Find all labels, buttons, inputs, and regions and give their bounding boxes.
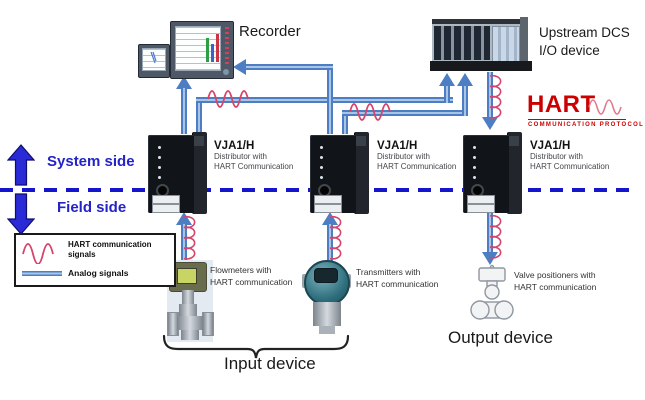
vja-distributor-3-label: VJA1/H Distributor with HART Communicati… [530, 140, 640, 172]
system-side-arrow-icon [7, 144, 35, 186]
hart-logo-wave-icon [588, 99, 622, 115]
dcs-label-line1: Upstream DCS [539, 25, 630, 40]
recorder-image [170, 21, 234, 79]
hart-signal-coil-valve [489, 214, 502, 259]
arrowhead-up-to-vja2 [322, 212, 338, 225]
vja1-desc2: HART Communication [214, 162, 294, 171]
hart-logo-wordmark: HART [527, 91, 596, 118]
arrowhead-up-to-dcs-1 [439, 73, 455, 86]
analog-line-vja1-riser [196, 97, 202, 134]
hart-signal-coil-dcs-vja3 [489, 74, 502, 119]
system-side-label: System side [47, 153, 135, 170]
input-device-bracket [162, 334, 350, 359]
vja-distributor-2-image [310, 132, 369, 214]
legend-box: HART communication signals Analog signal… [14, 233, 176, 287]
field-side-arrow-icon [7, 193, 35, 235]
flowmeter-label-line1: Flowmeters with [210, 265, 272, 275]
arrowhead-up-to-dcs-2 [457, 73, 473, 86]
hart-signal-coil-flowmeter [183, 215, 196, 260]
vja1-name: VJA1/H [214, 140, 255, 152]
hart-logo-tagline: COMMUNICATION PROTOCOL [528, 122, 645, 128]
vja3-desc1: Distributor with [530, 152, 583, 161]
arrowhead-left-to-recorder [233, 59, 246, 75]
dcs-io-device-image [430, 15, 532, 71]
transmitter-image [302, 260, 354, 336]
vja-distributor-3-image [463, 132, 522, 214]
vja-distributor-1-image [148, 132, 207, 214]
arrowhead-up-to-recorder [176, 76, 192, 89]
analog-line-dcs-drop2 [462, 86, 468, 116]
legend-hart-label: HART communication signals [68, 240, 152, 259]
dcs-base-plate [430, 61, 532, 71]
recorder-small-image [138, 44, 170, 78]
analog-line-vja2-to-recorder [246, 64, 333, 70]
analog-line-vja2-riser-left [327, 64, 333, 134]
valve-positioner-image [470, 264, 514, 320]
arrowhead-down-to-valve [482, 252, 498, 265]
valve-label-line1: Valve positioners with [514, 270, 596, 280]
hart-protocol-logo: HART COMMUNICATION PROTOCOL [527, 91, 643, 131]
dcs-end-panel [520, 17, 528, 67]
recorder-bar-red [216, 34, 219, 62]
legend-analog-line-icon [22, 271, 62, 276]
output-device-label: Output device [448, 328, 553, 347]
hart-signal-coil-transmitter [329, 215, 342, 260]
hart-logo-rule [528, 119, 626, 120]
transmitter-label: Transmitters with HART communication [356, 267, 438, 290]
flowmeter-label: Flowmeters with HART communication [210, 265, 292, 288]
dcs-card-slots [434, 26, 490, 60]
valve-label-line2: HART communication [514, 281, 597, 292]
recorder-small-trend [150, 51, 157, 64]
input-device-label: Input device [224, 354, 316, 373]
analog-line-vja1-to-recorder [181, 88, 187, 134]
vja1-desc1: Distributor with [214, 152, 267, 161]
recorder-dial [223, 69, 229, 75]
analog-line-vja3-to-valve [487, 212, 493, 252]
transmitter-label-line1: Transmitters with [356, 267, 421, 277]
transmitter-label-line2: HART communication [356, 278, 439, 289]
analog-line-vja2-riser-right [342, 110, 348, 134]
legend-hart-wave-icon [22, 243, 54, 264]
analog-line-vja1-to-dcs [196, 97, 453, 103]
dcs-top-rail [432, 19, 524, 24]
recorder-label: Recorder [239, 23, 301, 40]
recorder-bar-blue [211, 44, 214, 62]
vja3-name: VJA1/H [530, 140, 571, 152]
vja2-desc2: HART Communication [377, 162, 457, 171]
dcs-io-module [492, 26, 520, 62]
vja3-desc2: HART Communication [530, 162, 610, 171]
field-side-label: Field side [57, 199, 127, 216]
valve-positioner-label: Valve positioners with HART communicatio… [514, 270, 596, 293]
analog-line-transmitter-to-vja2 [327, 224, 333, 262]
analog-line-flowmeter-to-vja1 [181, 224, 187, 262]
dcs-label: Upstream DCS I/O device [539, 24, 630, 59]
legend-analog-label: Analog signals [68, 268, 129, 278]
vja-distributor-2-label: VJA1/H Distributor with HART Communicati… [377, 140, 487, 172]
hart-signal-wave-line1 [207, 90, 249, 108]
vja2-name: VJA1/H [377, 140, 418, 152]
vja2-desc1: Distributor with [377, 152, 430, 161]
arrowhead-down-to-vja3 [482, 117, 498, 130]
arrowhead-up-to-vja1 [176, 212, 192, 225]
hart-signal-wave-line2 [349, 103, 391, 121]
vja-distributor-1-label: VJA1/H Distributor with HART Communicati… [214, 140, 324, 172]
analog-line-dcs-drop1 [444, 86, 450, 103]
recorder-channel-ticks [225, 27, 229, 65]
analog-line-vja2-to-dcs [342, 110, 468, 116]
recorder-bar-green [206, 38, 209, 62]
analog-line-dcs-to-vja3 [487, 72, 493, 117]
dcs-label-line2: I/O device [539, 42, 600, 58]
flowmeter-label-line2: HART communication [210, 276, 293, 287]
